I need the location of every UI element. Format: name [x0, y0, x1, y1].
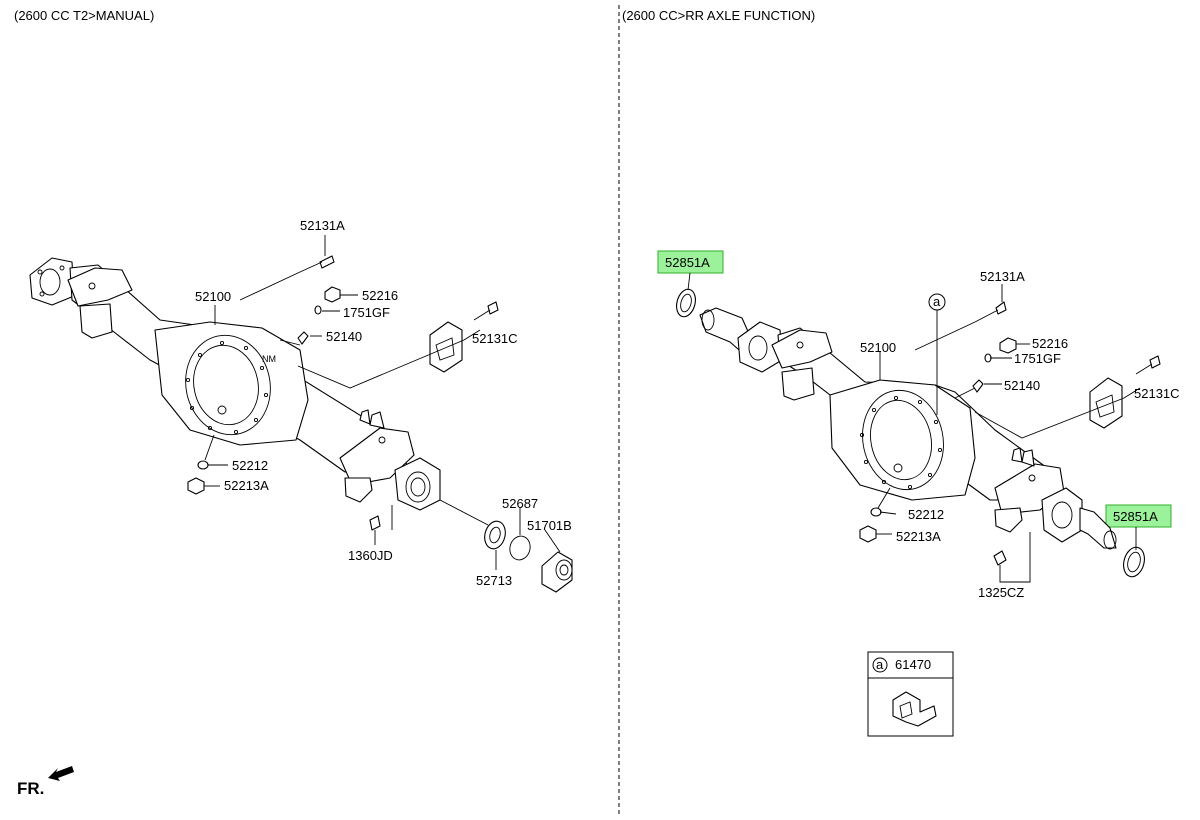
highlight-box-52851A-left[interactable]	[657, 250, 724, 274]
right-plug-52213A	[859, 525, 877, 543]
label-1325CZ-right: 1325CZ	[978, 585, 1024, 600]
left-leader-lines	[204, 235, 561, 570]
label-1360JD-left: 1360JD	[348, 548, 393, 563]
left-bolt-52131C	[473, 301, 499, 321]
right-bolt-52131A	[974, 301, 1007, 323]
label-52131C-left: 52131C	[472, 331, 518, 346]
right-leader-lines	[687, 272, 1141, 583]
label-1751GF-left: 1751GF	[343, 305, 390, 320]
label-52131A-right: 52131A	[980, 269, 1025, 284]
label-52851A-right[interactable]: 52851A	[1113, 509, 1158, 524]
label-52212-left: 52212	[232, 458, 268, 473]
left-bolt-1360JD	[369, 515, 381, 531]
differential-housing	[154, 321, 309, 446]
front-direction-indicator: FR.	[17, 766, 74, 798]
label-52212-right: 52212	[908, 507, 944, 522]
left-bolt-52131A	[299, 255, 335, 273]
label-52100-right: 52100	[860, 340, 896, 355]
right-seal-52851A-left	[676, 288, 696, 318]
right-washer-52212	[870, 507, 882, 517]
left-bearing-51701B	[541, 551, 573, 593]
clip-61470-icon	[892, 691, 937, 727]
label-52140-right: 52140	[1004, 378, 1040, 393]
front-arrow-icon	[48, 766, 74, 781]
ref-a-letter: a	[933, 294, 941, 309]
right-nut-1325CZ	[993, 550, 1007, 566]
right-breather-52140	[972, 379, 984, 393]
left-axle-end-flange	[29, 257, 75, 306]
left-breather-52140	[297, 331, 309, 345]
label-52140-left: 52140	[326, 329, 362, 344]
left-washer-52212	[197, 460, 209, 470]
front-label: FR.	[17, 779, 44, 798]
label-52687-left: 52687	[502, 496, 538, 511]
left-bracket	[429, 321, 463, 373]
right-left-spring-seat	[771, 329, 833, 369]
label-52213A-left: 52213A	[224, 478, 269, 493]
left-spring-seat	[67, 267, 133, 307]
inset-part-box: a 61470	[867, 651, 954, 737]
right-differential-housing	[829, 379, 976, 501]
label-52131A-left: 52131A	[300, 218, 345, 233]
highlight-box-52851A-right[interactable]	[1105, 504, 1172, 528]
inset-ref-letter: a	[876, 657, 884, 672]
label-52851A-left[interactable]: 52851A	[665, 255, 710, 270]
label-52216-right: 52216	[1032, 336, 1068, 351]
label-51701B-left: 51701B	[527, 518, 572, 533]
inset-part-number: 61470	[895, 657, 931, 672]
right-seal-52851A-right	[1123, 546, 1145, 578]
label-52131C-right: 52131C	[1134, 386, 1180, 401]
right-right-spindle	[1079, 507, 1117, 549]
left-o-ring-52687	[509, 535, 531, 561]
left-oil-seal-52713	[484, 520, 506, 550]
inset-ref-circle	[872, 657, 888, 673]
right-axle-assembly	[699, 307, 1117, 550]
right-bracket	[1089, 377, 1123, 429]
right-nut-52216	[999, 337, 1017, 354]
label-52713-left: 52713	[476, 573, 512, 588]
housing-marking: NM	[262, 354, 276, 364]
right-bolt-52131C	[1135, 355, 1161, 375]
label-52213A-right: 52213A	[896, 529, 941, 544]
left-plug-1751GF	[314, 305, 322, 315]
left-axle-assembly: NM	[29, 257, 441, 511]
label-52100-left: 52100	[195, 289, 231, 304]
left-nut-52216	[324, 286, 341, 303]
label-1751GF-right: 1751GF	[1014, 351, 1061, 366]
label-52216-left: 52216	[362, 288, 398, 303]
right-section-header: (2600 CC>RR AXLE FUNCTION)	[622, 8, 815, 23]
left-section-header: (2600 CC T2>MANUAL)	[14, 8, 154, 23]
left-plug-52213A	[187, 477, 205, 495]
